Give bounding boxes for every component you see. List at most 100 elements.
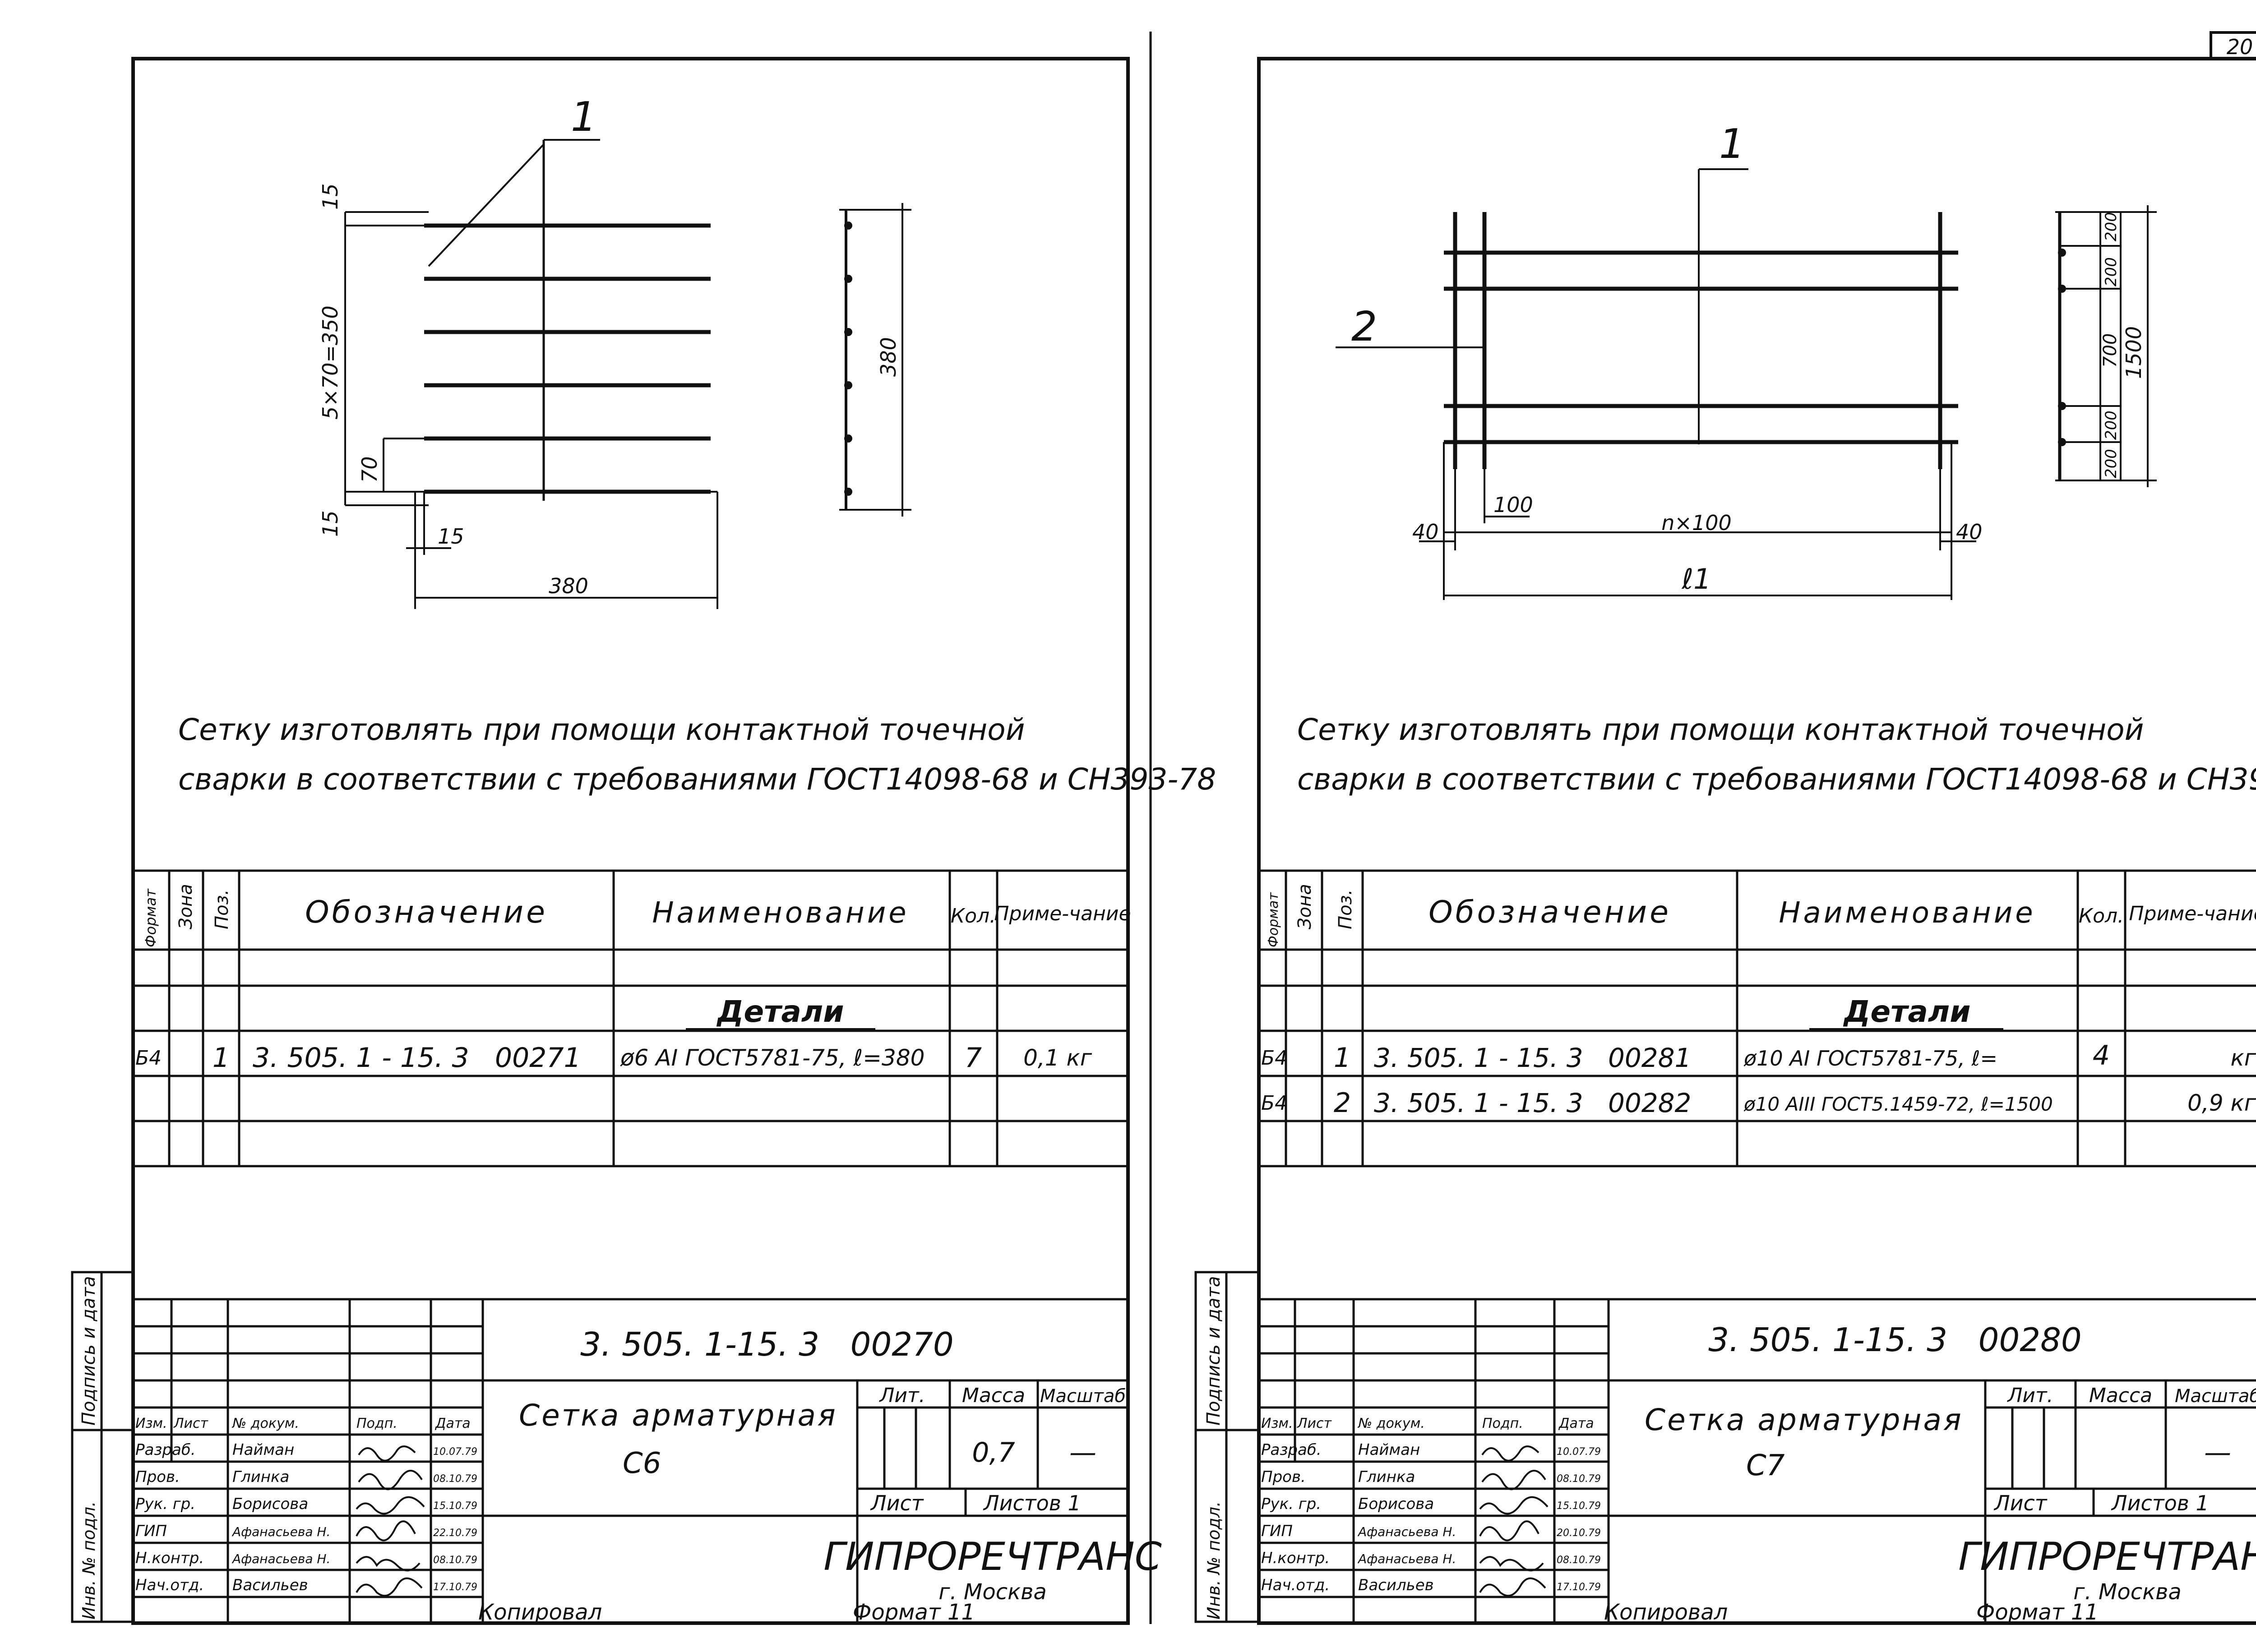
right-row1-pos: 1 [1334, 1042, 1351, 1074]
left-p2-role: Пров. [135, 1468, 180, 1486]
right-callout2: 2 [1351, 303, 1377, 351]
left-col-designation: Обозначение [305, 895, 548, 930]
right-signatures [1479, 1445, 1549, 1597]
left-hdr-izm: Изм. [135, 1416, 167, 1431]
right-sheet-label: Лист [1993, 1491, 2048, 1515]
left-scale-label: Масштаб [1040, 1386, 1126, 1407]
right-org: ГИПРОРЕЧТРАНС [1958, 1534, 2256, 1579]
right-p2-name: Глинка [1358, 1468, 1415, 1486]
right-title-block: Инв. № подл. Подпись и дата 3. 505. 1-15… [1194, 1271, 2256, 1625]
left-dim-side-height: 380 [876, 337, 901, 377]
right-p4-role: ГИП [1261, 1522, 1293, 1540]
right-doc-code: 3. 505. 1-15. 3 00280 [1708, 1321, 2081, 1359]
left-section-details: Детали [717, 994, 844, 1029]
left-side-label-sign: Подпись и дата [79, 1276, 99, 1426]
right-dim-100: 100 [1493, 493, 1533, 517]
left-row1-pos: 1 [213, 1042, 230, 1074]
right-dim-200c: 200 [2102, 411, 2120, 440]
right-col-name: Наименование [1779, 896, 2035, 930]
right-row2-designation: 3. 505. 1 - 15. 3 00282 [1374, 1088, 1691, 1118]
right-col-designation: Обозначение [1428, 895, 1671, 930]
left-callout: 1 [571, 93, 596, 141]
right-hdr-list: Лист [1297, 1416, 1332, 1431]
left-dim-left-offset: 15 [438, 524, 464, 549]
left-p6-role: Нач.отд. [135, 1576, 204, 1594]
right-item-mark: С7 [1746, 1449, 1785, 1482]
left-p5-role: Н.контр. [135, 1549, 204, 1567]
left-p4-role: ГИП [135, 1522, 167, 1540]
right-hdr-sign: Подп. [1482, 1416, 1523, 1431]
right-p1-role: Разраб. [1261, 1441, 1322, 1459]
right-p6-name: Васильев [1358, 1576, 1434, 1594]
right-hdr-date: Дата [1558, 1416, 1594, 1431]
left-scale-value: — [1069, 1437, 1096, 1468]
right-side-label-sign: Подпись и дата [1203, 1276, 1224, 1426]
right-p1-name: Найман [1358, 1441, 1420, 1459]
right-item-name: Сетка арматурная [1645, 1403, 1963, 1437]
right-p4-name: Афанасьева Н. [1357, 1524, 1456, 1539]
left-p5-name: Афанасьева Н. [231, 1551, 330, 1566]
right-p4-date: 20.10.79 [1557, 1527, 1601, 1539]
right-p3-date: 15.10.79 [1557, 1500, 1601, 1512]
left-sheet: 1 15 5×70=350 70 15 [71, 57, 1216, 1625]
right-copied: Копировал [1604, 1600, 1728, 1625]
left-copied: Копировал [478, 1600, 602, 1625]
right-row1-format: Б4 [1261, 1047, 1287, 1070]
left-hdr-doc: № докум. [231, 1416, 299, 1431]
right-col-note: Приме-чание [2129, 902, 2256, 925]
right-section-details: Детали [1843, 994, 1971, 1029]
left-note-line1: Сетку изготовлять при помощи контактной … [178, 712, 1025, 747]
left-hdr-list: Лист [173, 1416, 209, 1431]
left-signatures [356, 1445, 425, 1597]
right-p6-date: 17.10.79 [1557, 1582, 1601, 1593]
left-drawing: 1 15 5×70=350 70 15 [318, 93, 911, 609]
right-p1-date: 10.07.79 [1557, 1446, 1601, 1458]
left-col-note: Приме-чание [994, 902, 1131, 925]
right-p2-date: 08.10.79 [1557, 1473, 1601, 1485]
left-p5-date: 08.10.79 [433, 1555, 477, 1566]
right-col-format: Формат [1266, 892, 1281, 947]
right-sheet: 1 2 100 40 n×100 40 ℓ1 [1194, 57, 2256, 1625]
right-col-pos: Поз. [1335, 889, 1356, 929]
right-row2-note: 0,9 кг [2187, 1090, 2256, 1116]
right-sheets-label: Листов 1 [2111, 1491, 2209, 1515]
right-p3-name: Борисова [1358, 1495, 1434, 1513]
left-dim-top: 15 [318, 183, 342, 210]
right-dim-700: 700 [2100, 333, 2121, 368]
right-dim-40-left: 40 [1412, 520, 1439, 544]
left-side-label-inv: Инв. № подл. [79, 1501, 99, 1620]
right-spec-table: Формат Зона Поз. Обозначение Наименовани… [1259, 869, 2256, 1167]
left-dim-width: 380 [549, 574, 588, 598]
right-note-line2: сварки в соответствии с требованиями ГОС… [1297, 762, 2256, 797]
left-row1-format: Б4 [135, 1047, 162, 1070]
right-scale-label: Масштаб [2175, 1386, 2256, 1407]
left-city: г. Москва [938, 1579, 1047, 1605]
left-row1-qty: 7 [965, 1042, 982, 1074]
left-hdr-date: Дата [435, 1416, 471, 1431]
right-row1-note: кг [2231, 1045, 2256, 1071]
right-scale-value: — [2204, 1437, 2231, 1468]
left-row1-designation: 3. 505. 1 - 15. 3 00271 [253, 1042, 581, 1074]
right-frame [1257, 57, 2256, 1625]
left-p4-name: Афанасьева Н. [231, 1524, 330, 1539]
left-row1-name: ø6 АI ГОСТ5781-75, ℓ=380 [620, 1045, 925, 1071]
left-p3-name: Борисова [232, 1495, 308, 1513]
right-p3-role: Рук. гр. [1261, 1495, 1321, 1513]
left-note-line2: сварки в соответствии с требованиями ГОС… [178, 762, 1216, 797]
left-hdr-sign: Подп. [356, 1416, 398, 1431]
right-hdr-izm: Изм. [1261, 1416, 1293, 1431]
left-lit-label: Лит. [878, 1384, 925, 1407]
right-row1-designation: 3. 505. 1 - 15. 3 00281 [1374, 1043, 1691, 1073]
left-dim-step: 70 [357, 456, 382, 483]
right-p5-role: Н.контр. [1261, 1549, 1330, 1567]
left-dim-bottom: 15 [318, 510, 342, 537]
right-drawing: 1 2 100 40 n×100 40 ℓ1 [1336, 120, 2157, 600]
left-col-qty: Кол. [951, 904, 996, 928]
right-dim-l1: ℓ1 [1681, 563, 1711, 595]
right-row2-format: Б4 [1261, 1092, 1287, 1115]
right-hdr-doc: № докум. [1357, 1416, 1425, 1431]
right-mass-label: Масса [2089, 1384, 2152, 1407]
left-doc-code: 3. 505. 1-15. 3 00270 [580, 1325, 953, 1363]
right-p5-date: 08.10.79 [1557, 1555, 1601, 1566]
